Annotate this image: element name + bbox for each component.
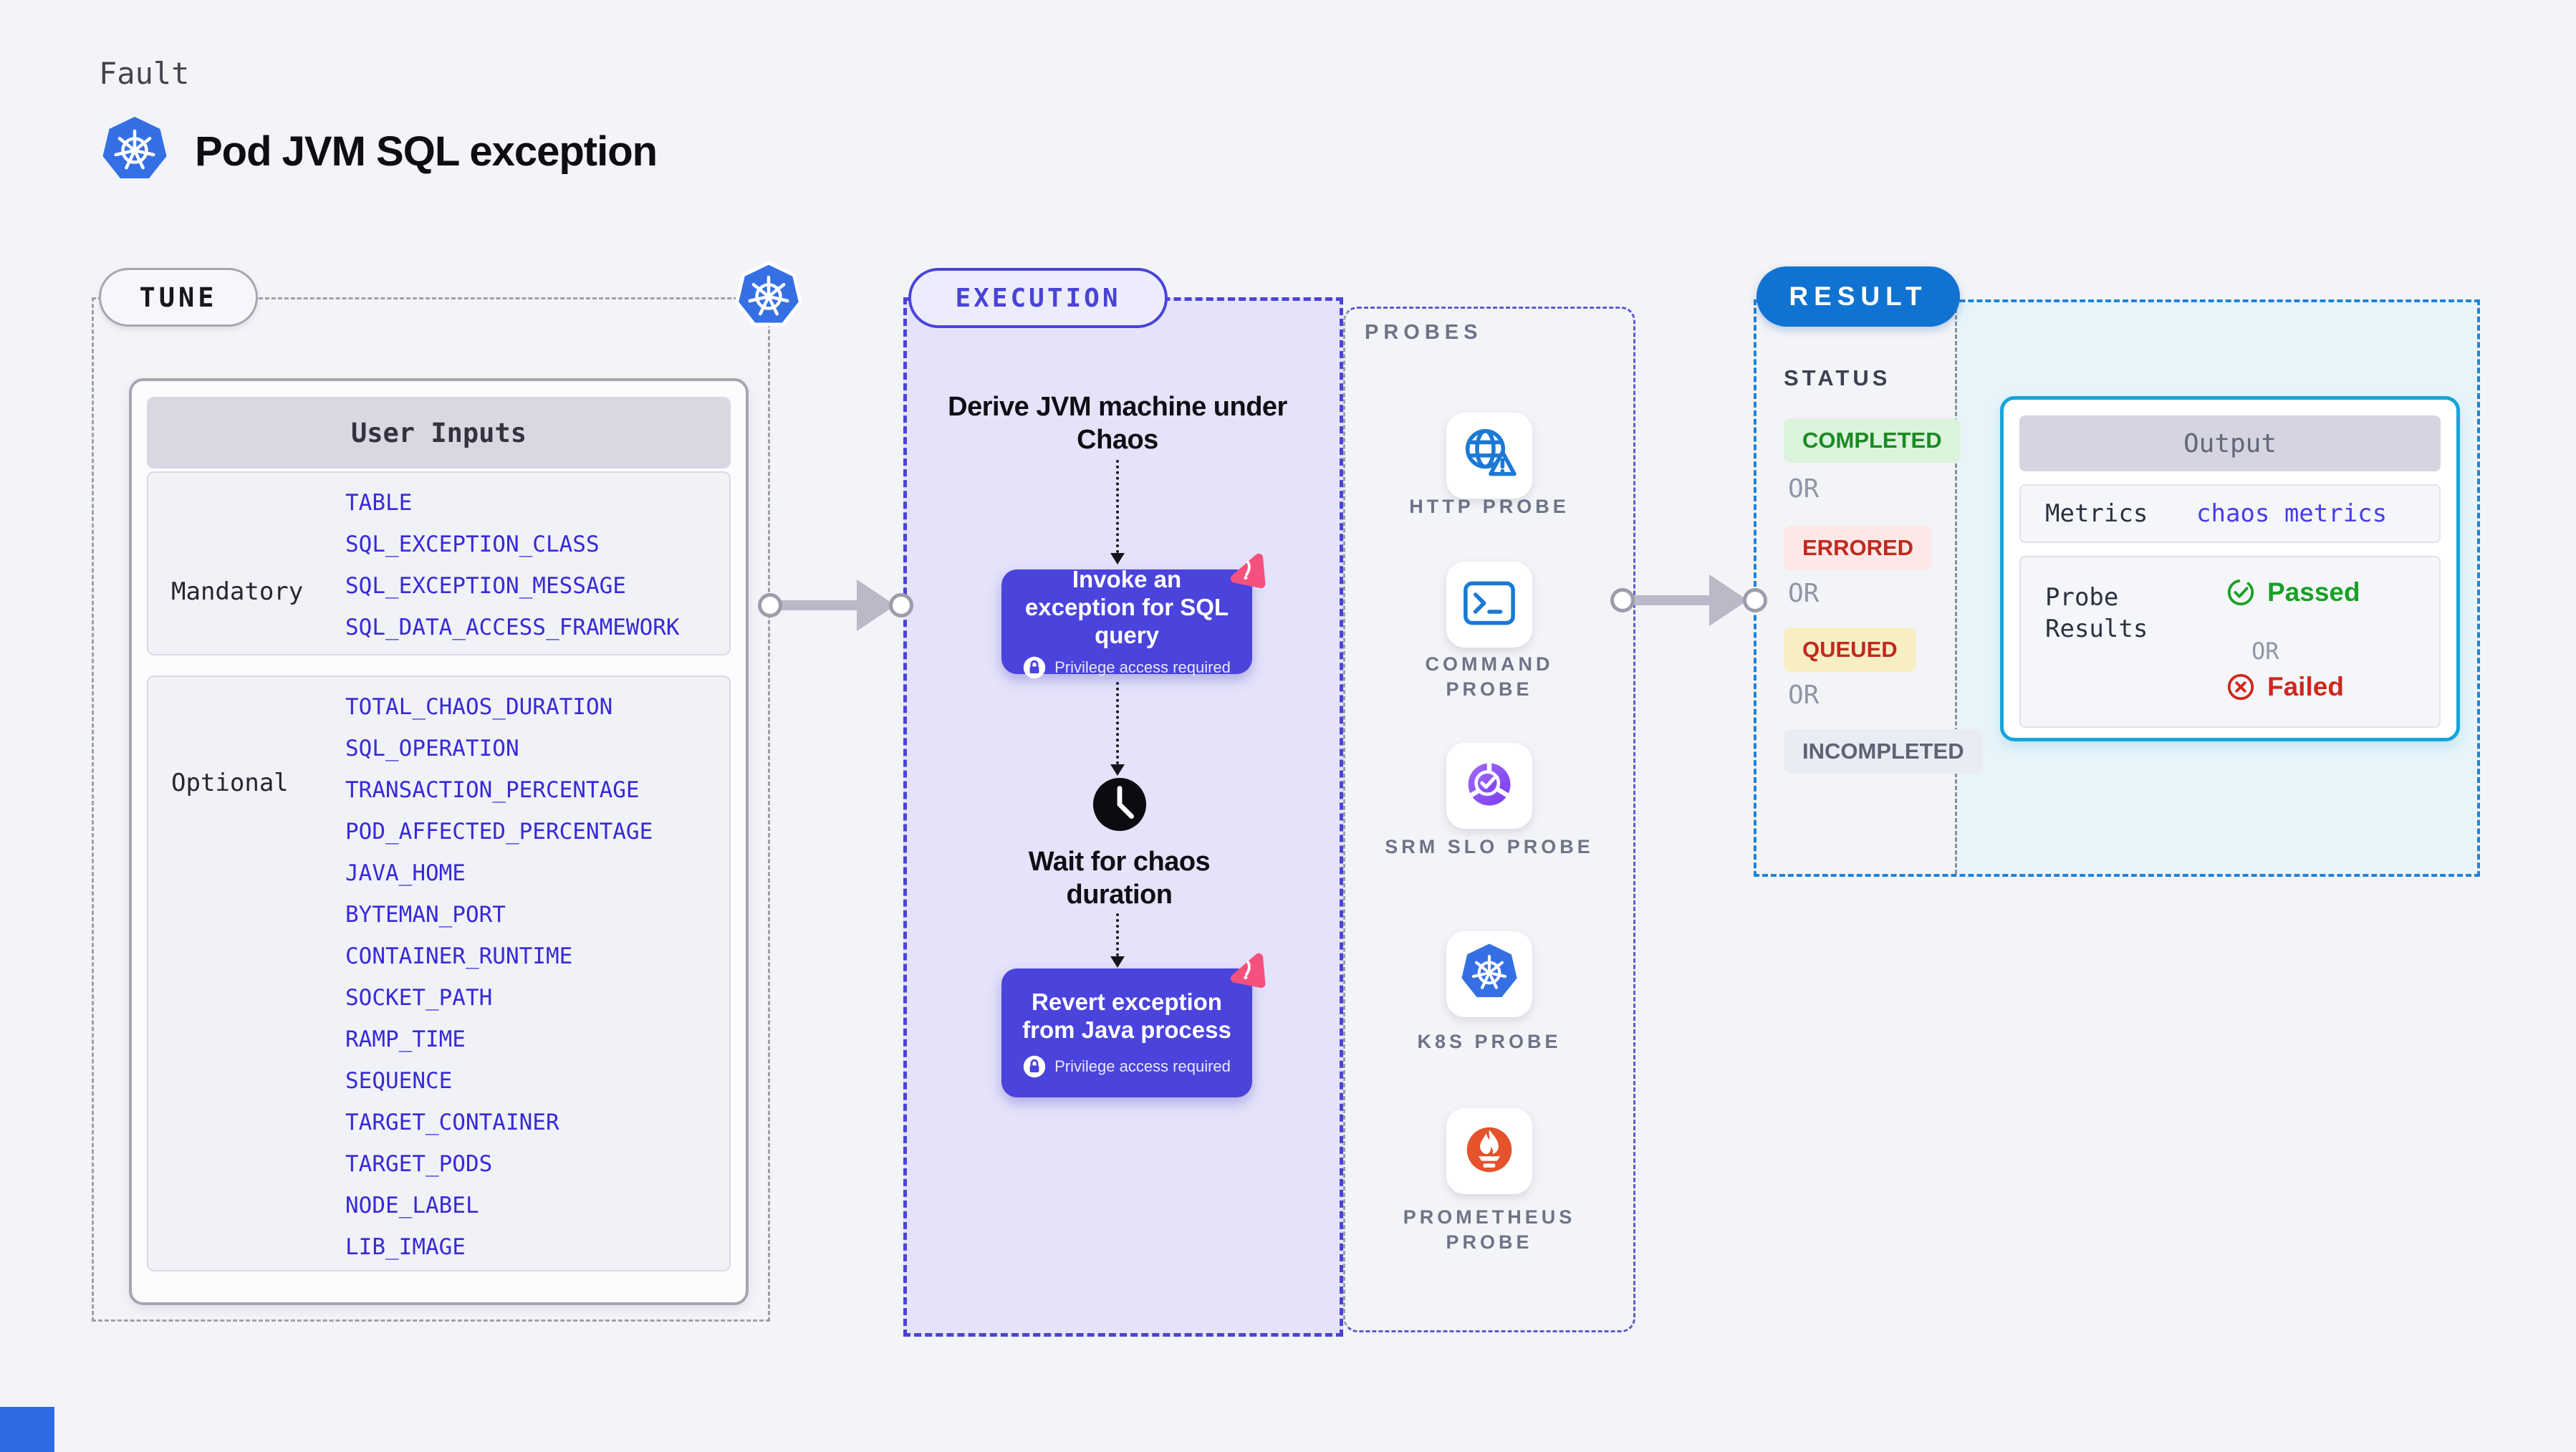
probes-section-box [1343,307,1635,1332]
prometheus-probe-card [1446,1108,1532,1194]
revert-exception-label: Revert exception from Java process [1022,989,1231,1043]
input-variable: BYTEMAN_PORT [345,902,506,928]
optional-section: Optional TOTAL_CHAOS_DURATION SQL_OPERATI… [147,675,731,1271]
passed-label: Passed [2267,577,2360,607]
probe-label: SRM SLO PROBE [1385,836,1594,857]
input-variable: SQL_EXCEPTION_MESSAGE [345,573,626,599]
input-variable: TOTAL_CHAOS_DURATION [345,694,613,720]
input-variable: SOCKET_PATH [345,985,493,1011]
globe-warning-icon [1456,421,1522,491]
status-badge-errored: ERRORED [1784,526,1933,570]
flow-connector [1116,460,1119,553]
or-separator: OR [1788,474,1820,504]
arrow-down-icon [1110,956,1125,968]
k8s-probe-card [1446,931,1532,1017]
input-variable: SQL_EXCEPTION_CLASS [345,532,600,557]
lock-icon [1023,1055,1046,1078]
metrics-label: Metrics [2045,499,2148,528]
terminal-icon [1456,570,1522,640]
or-separator: OR [1788,681,1820,710]
step-derive-jvm: Derive JVM machine under Chaos [948,392,1287,455]
probe-results-label: Probe Results [2045,583,2148,643]
metrics-value: chaos metrics [2196,499,2388,528]
result-pill: RESULT [1756,266,1960,327]
input-variable: CONTAINER_RUNTIME [345,943,573,969]
page-title: Pod JVM SQL exception [195,128,658,175]
optional-label: Optional [171,769,289,797]
flow-connector [1116,682,1119,764]
input-variable: TARGET_PODS [345,1151,493,1177]
connector-dot [1743,588,1767,612]
arrow-right-icon [775,600,861,610]
privilege-note: Privilege access required [1054,658,1231,676]
kubernetes-icon [733,261,804,332]
probe-result-failed: Failed [2226,672,2344,702]
clock-icon [1092,777,1148,832]
connector-dot [758,593,782,617]
x-circle-icon [2226,672,2256,702]
fault-eyebrow: Fault [99,56,190,91]
flow-connector [1116,913,1119,956]
probe-label: COMMAND PROBE [1425,653,1554,700]
output-card: Output Metrics chaos metrics Probe Resul… [2000,396,2460,741]
probe-label: HTTP PROBE [1409,496,1570,517]
optional-variables: TOTAL_CHAOS_DURATION SQL_OPERATION TRANSAC… [345,696,653,1259]
bottom-edge-chip [0,1407,54,1452]
input-variable: SQL_OPERATION [345,736,519,761]
input-variable: SQL_DATA_ACCESS_FRAMEWORK [345,615,680,640]
arrow-down-icon [1110,764,1125,776]
probe-results-row: Probe Results Passed OR Failed [2019,556,2441,728]
input-variable: TABLE [345,490,413,516]
input-variable: SEQUENCE [345,1068,453,1094]
kubernetes-icon [99,115,170,186]
arrow-down-icon [1110,553,1125,564]
prometheus-flame-icon [1456,1117,1522,1186]
revert-exception-node: Revert exception from Java process Privi… [1001,968,1252,1097]
arrow-right-icon [1709,574,1748,626]
input-variable: TRANSACTION_PERCENTAGE [345,777,640,803]
input-variable: POD_AFFECTED_PERCENTAGE [345,819,653,845]
connector-dot [889,593,913,617]
mandatory-variables: TABLE SQL_EXCEPTION_CLASS SQL_EXCEPTION_ME… [345,491,680,639]
input-variable: RAMP_TIME [345,1027,466,1052]
chaos-pink-badge-icon [1226,951,1267,991]
chaos-pink-badge-icon [1226,552,1267,592]
or-separator: OR [1788,579,1820,608]
mandatory-section: Mandatory TABLE SQL_EXCEPTION_CLASS SQL_EX… [147,471,731,655]
invoke-exception-node: Invoke an exception for SQL query Privil… [1001,566,1252,678]
input-variable: TARGET_CONTAINER [345,1110,559,1135]
or-separator: OR [2251,638,2279,665]
probes-label: PROBES [1365,321,1483,344]
user-inputs-header: User Inputs [147,397,731,468]
slo-donut-check-icon [1456,751,1522,821]
srm-slo-probe-card [1446,743,1532,829]
output-header: Output [2019,415,2441,471]
connector-dot [1610,588,1635,612]
input-variable: LIB_IMAGE [345,1234,466,1260]
status-badge-completed: COMPLETED [1784,418,1961,463]
mandatory-label: Mandatory [171,577,304,606]
lock-icon [1023,656,1046,679]
status-label: STATUS [1784,365,1891,390]
input-variable: NODE_LABEL [345,1193,479,1218]
invoke-exception-label: Invoke an exception for SQL query [1024,565,1229,648]
probe-label: PROMETHEUS PROBE [1403,1206,1576,1253]
status-badge-queued: QUEUED [1784,628,1916,672]
failed-label: Failed [2267,672,2344,701]
tune-pill: TUNE [99,268,258,327]
probe-label: K8S PROBE [1417,1031,1562,1052]
tune-section-box [92,297,770,1322]
metrics-row: Metrics chaos metrics [2019,484,2441,543]
command-probe-card [1446,562,1532,648]
status-badge-incompleted: INCOMPLETED [1784,729,1983,774]
execution-pill: EXECUTION [908,268,1168,328]
step-wait-duration: Wait for chaos duration [1028,847,1211,910]
input-variable: JAVA_HOME [345,860,466,886]
check-circle-icon [2226,577,2256,607]
privilege-note: Privilege access required [1054,1057,1231,1075]
probe-result-passed: Passed [2226,577,2360,607]
http-probe-card [1446,413,1532,499]
kubernetes-icon [1456,940,1522,1009]
arrow-right-icon [1628,595,1712,605]
